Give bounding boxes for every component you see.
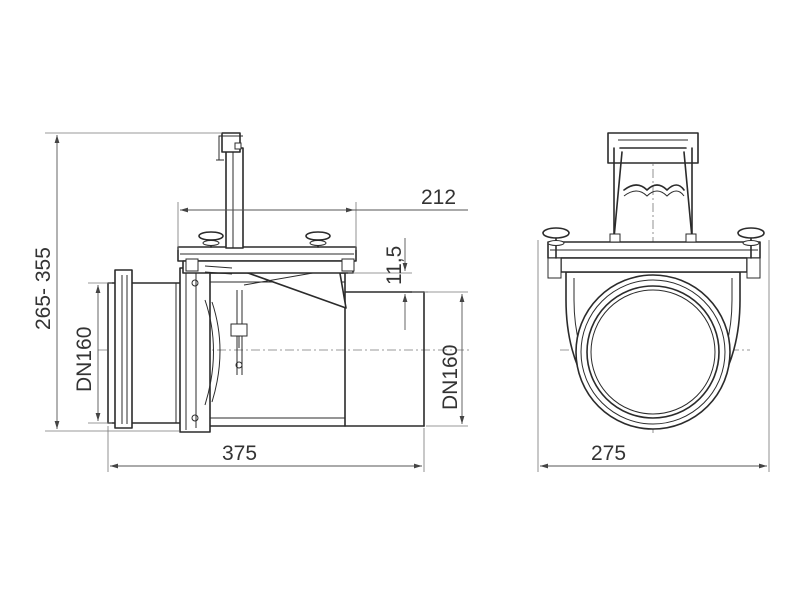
dim-width: 275 xyxy=(537,240,770,472)
dim-top-width: 212 xyxy=(177,186,468,250)
dim-offset: 11,5 xyxy=(348,238,428,330)
left-knob xyxy=(198,231,224,248)
front-left-knob xyxy=(542,227,570,259)
front-lid xyxy=(547,241,761,279)
dim-length: 375 xyxy=(107,426,425,472)
hinge-assembly xyxy=(230,290,248,375)
front-socket-rings xyxy=(575,274,731,430)
front-right-knob xyxy=(737,227,765,259)
dim-offset-label: 11,5 xyxy=(383,246,406,285)
dim-inlet-dn: DN160 xyxy=(73,282,112,424)
dim-length-label: 375 xyxy=(222,442,257,465)
front-handle xyxy=(607,132,699,243)
inlet-socket xyxy=(107,269,185,429)
dim-top-width-label: 212 xyxy=(421,186,456,209)
dim-width-label: 275 xyxy=(591,442,626,465)
cover-lid xyxy=(177,246,357,275)
dim-inlet-dn-label: DN160 xyxy=(73,327,96,392)
side-view: 265- 355 DN160 212 11,5 xyxy=(32,132,472,472)
right-knob xyxy=(305,231,331,248)
front-view: 275 xyxy=(537,132,770,472)
dim-outlet-dn-label: DN160 xyxy=(439,345,462,410)
dim-height: 265- 355 xyxy=(32,132,222,432)
dim-height-label: 265- 355 xyxy=(32,247,55,330)
outlet-pipe xyxy=(344,291,425,427)
extension-handle xyxy=(216,132,244,249)
dim-outlet-dn: DN160 xyxy=(426,291,468,427)
